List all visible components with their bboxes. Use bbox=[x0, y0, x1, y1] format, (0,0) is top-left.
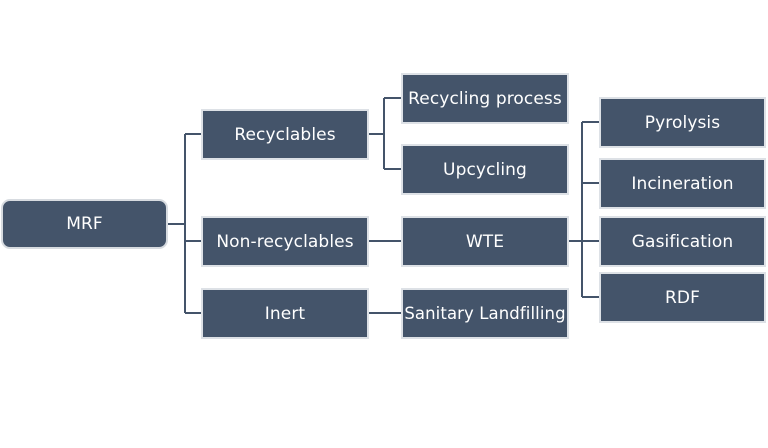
node-pyrolysis: Pyrolysis bbox=[599, 97, 766, 148]
node-recycling-process: Recycling process bbox=[401, 73, 569, 124]
node-upcycling: Upcycling bbox=[401, 144, 569, 195]
node-mrf: MRF bbox=[1, 199, 168, 249]
node-incineration: Incineration bbox=[599, 158, 766, 209]
node-sanitary-landfilling: Sanitary Landfilling bbox=[401, 288, 569, 339]
node-rdf: RDF bbox=[599, 272, 766, 323]
node-inert: Inert bbox=[201, 288, 369, 339]
node-gasification: Gasification bbox=[599, 216, 766, 267]
node-wte: WTE bbox=[401, 216, 569, 267]
node-recyclables: Recyclables bbox=[201, 109, 369, 160]
node-non-recyclables: Non-recyclables bbox=[201, 216, 369, 267]
